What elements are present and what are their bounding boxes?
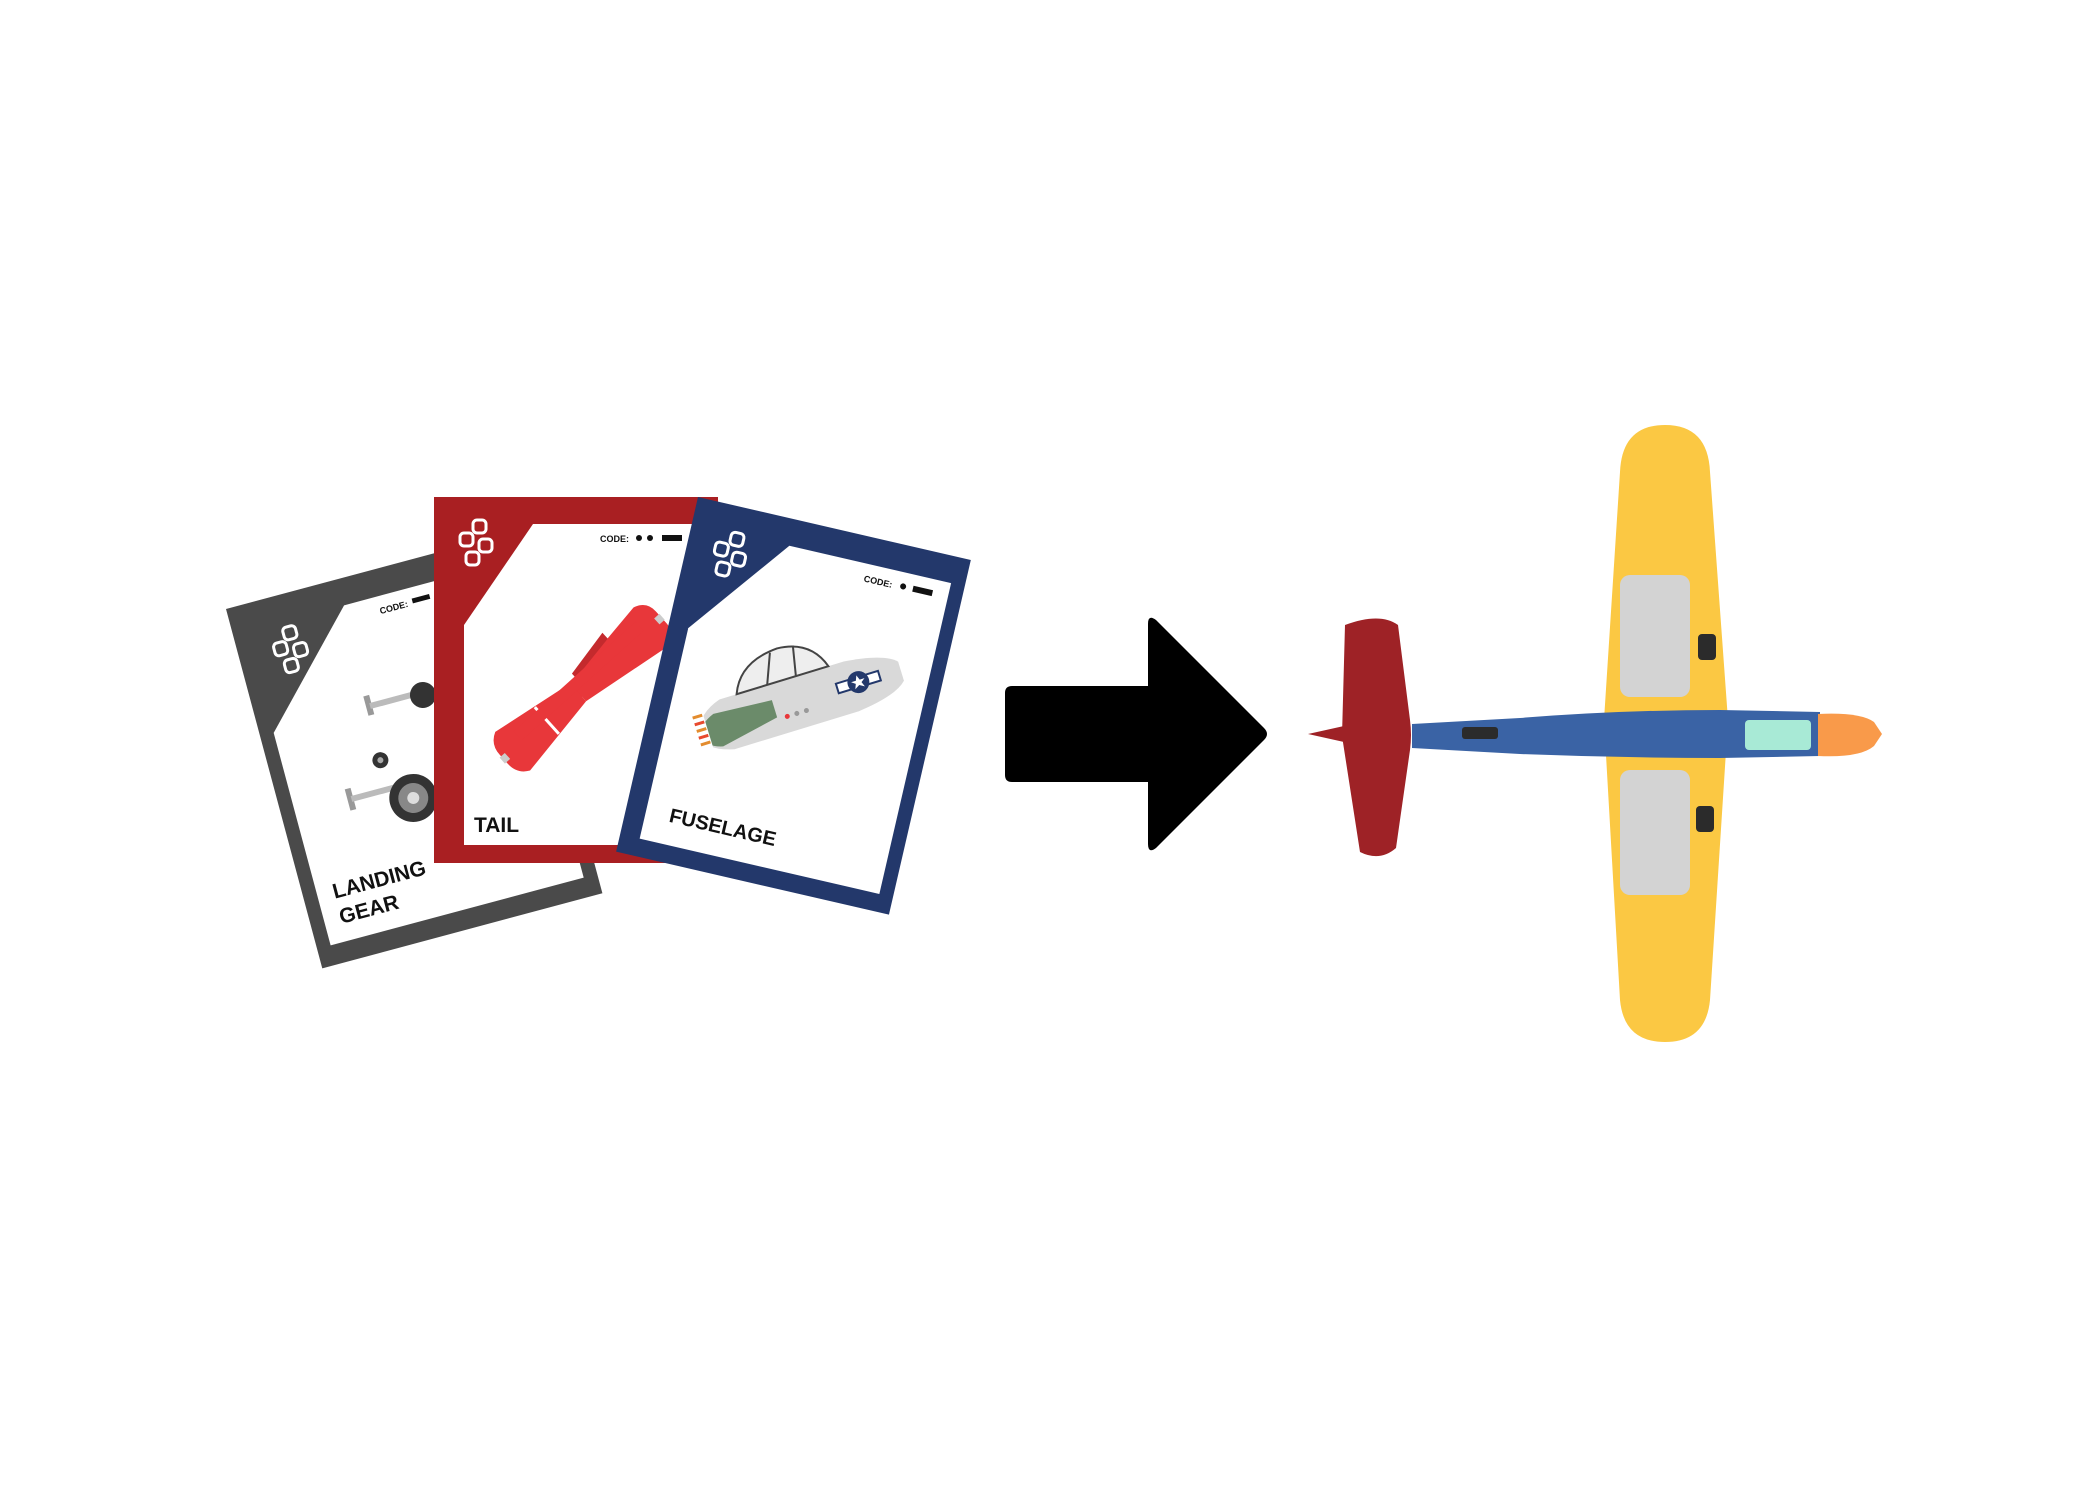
card-code-dash xyxy=(662,535,682,541)
airplane-wing-flap xyxy=(1620,575,1690,697)
card-tail: CODE: TAIL xyxy=(434,497,718,863)
fuselage-icon xyxy=(691,645,904,751)
airplane-aileron xyxy=(1696,806,1714,832)
airplane-fuselage xyxy=(1412,710,1820,758)
card-fuselage: CODE: FUSEL xyxy=(616,497,971,915)
airplane-aileron xyxy=(1698,634,1716,660)
assembled-airplane-icon xyxy=(1308,425,1882,1042)
landing-gear-icon xyxy=(344,681,438,822)
airplane-tail xyxy=(1342,618,1411,857)
card-label-line1: TAIL xyxy=(474,814,519,837)
four-squircle-emblem-icon xyxy=(712,530,748,578)
card-code-dot xyxy=(636,535,642,541)
four-squircle-emblem-icon xyxy=(458,518,494,567)
airplane-tail-tip xyxy=(1308,726,1344,742)
card-code-dash xyxy=(411,593,431,604)
tail-icon xyxy=(493,605,672,772)
four-squircle-emblem-icon xyxy=(272,624,310,675)
right-arrow-icon xyxy=(1005,617,1267,851)
card-code-dot xyxy=(900,583,907,590)
airplane-fuselage-hatch xyxy=(1462,727,1498,739)
airplane-nose xyxy=(1818,713,1882,757)
airplane-wing-flap xyxy=(1620,770,1690,895)
card-code-dash xyxy=(912,585,934,597)
card-code-dot xyxy=(647,535,653,541)
card-code-label: CODE: xyxy=(600,534,629,544)
airplane-cockpit xyxy=(1745,720,1811,750)
